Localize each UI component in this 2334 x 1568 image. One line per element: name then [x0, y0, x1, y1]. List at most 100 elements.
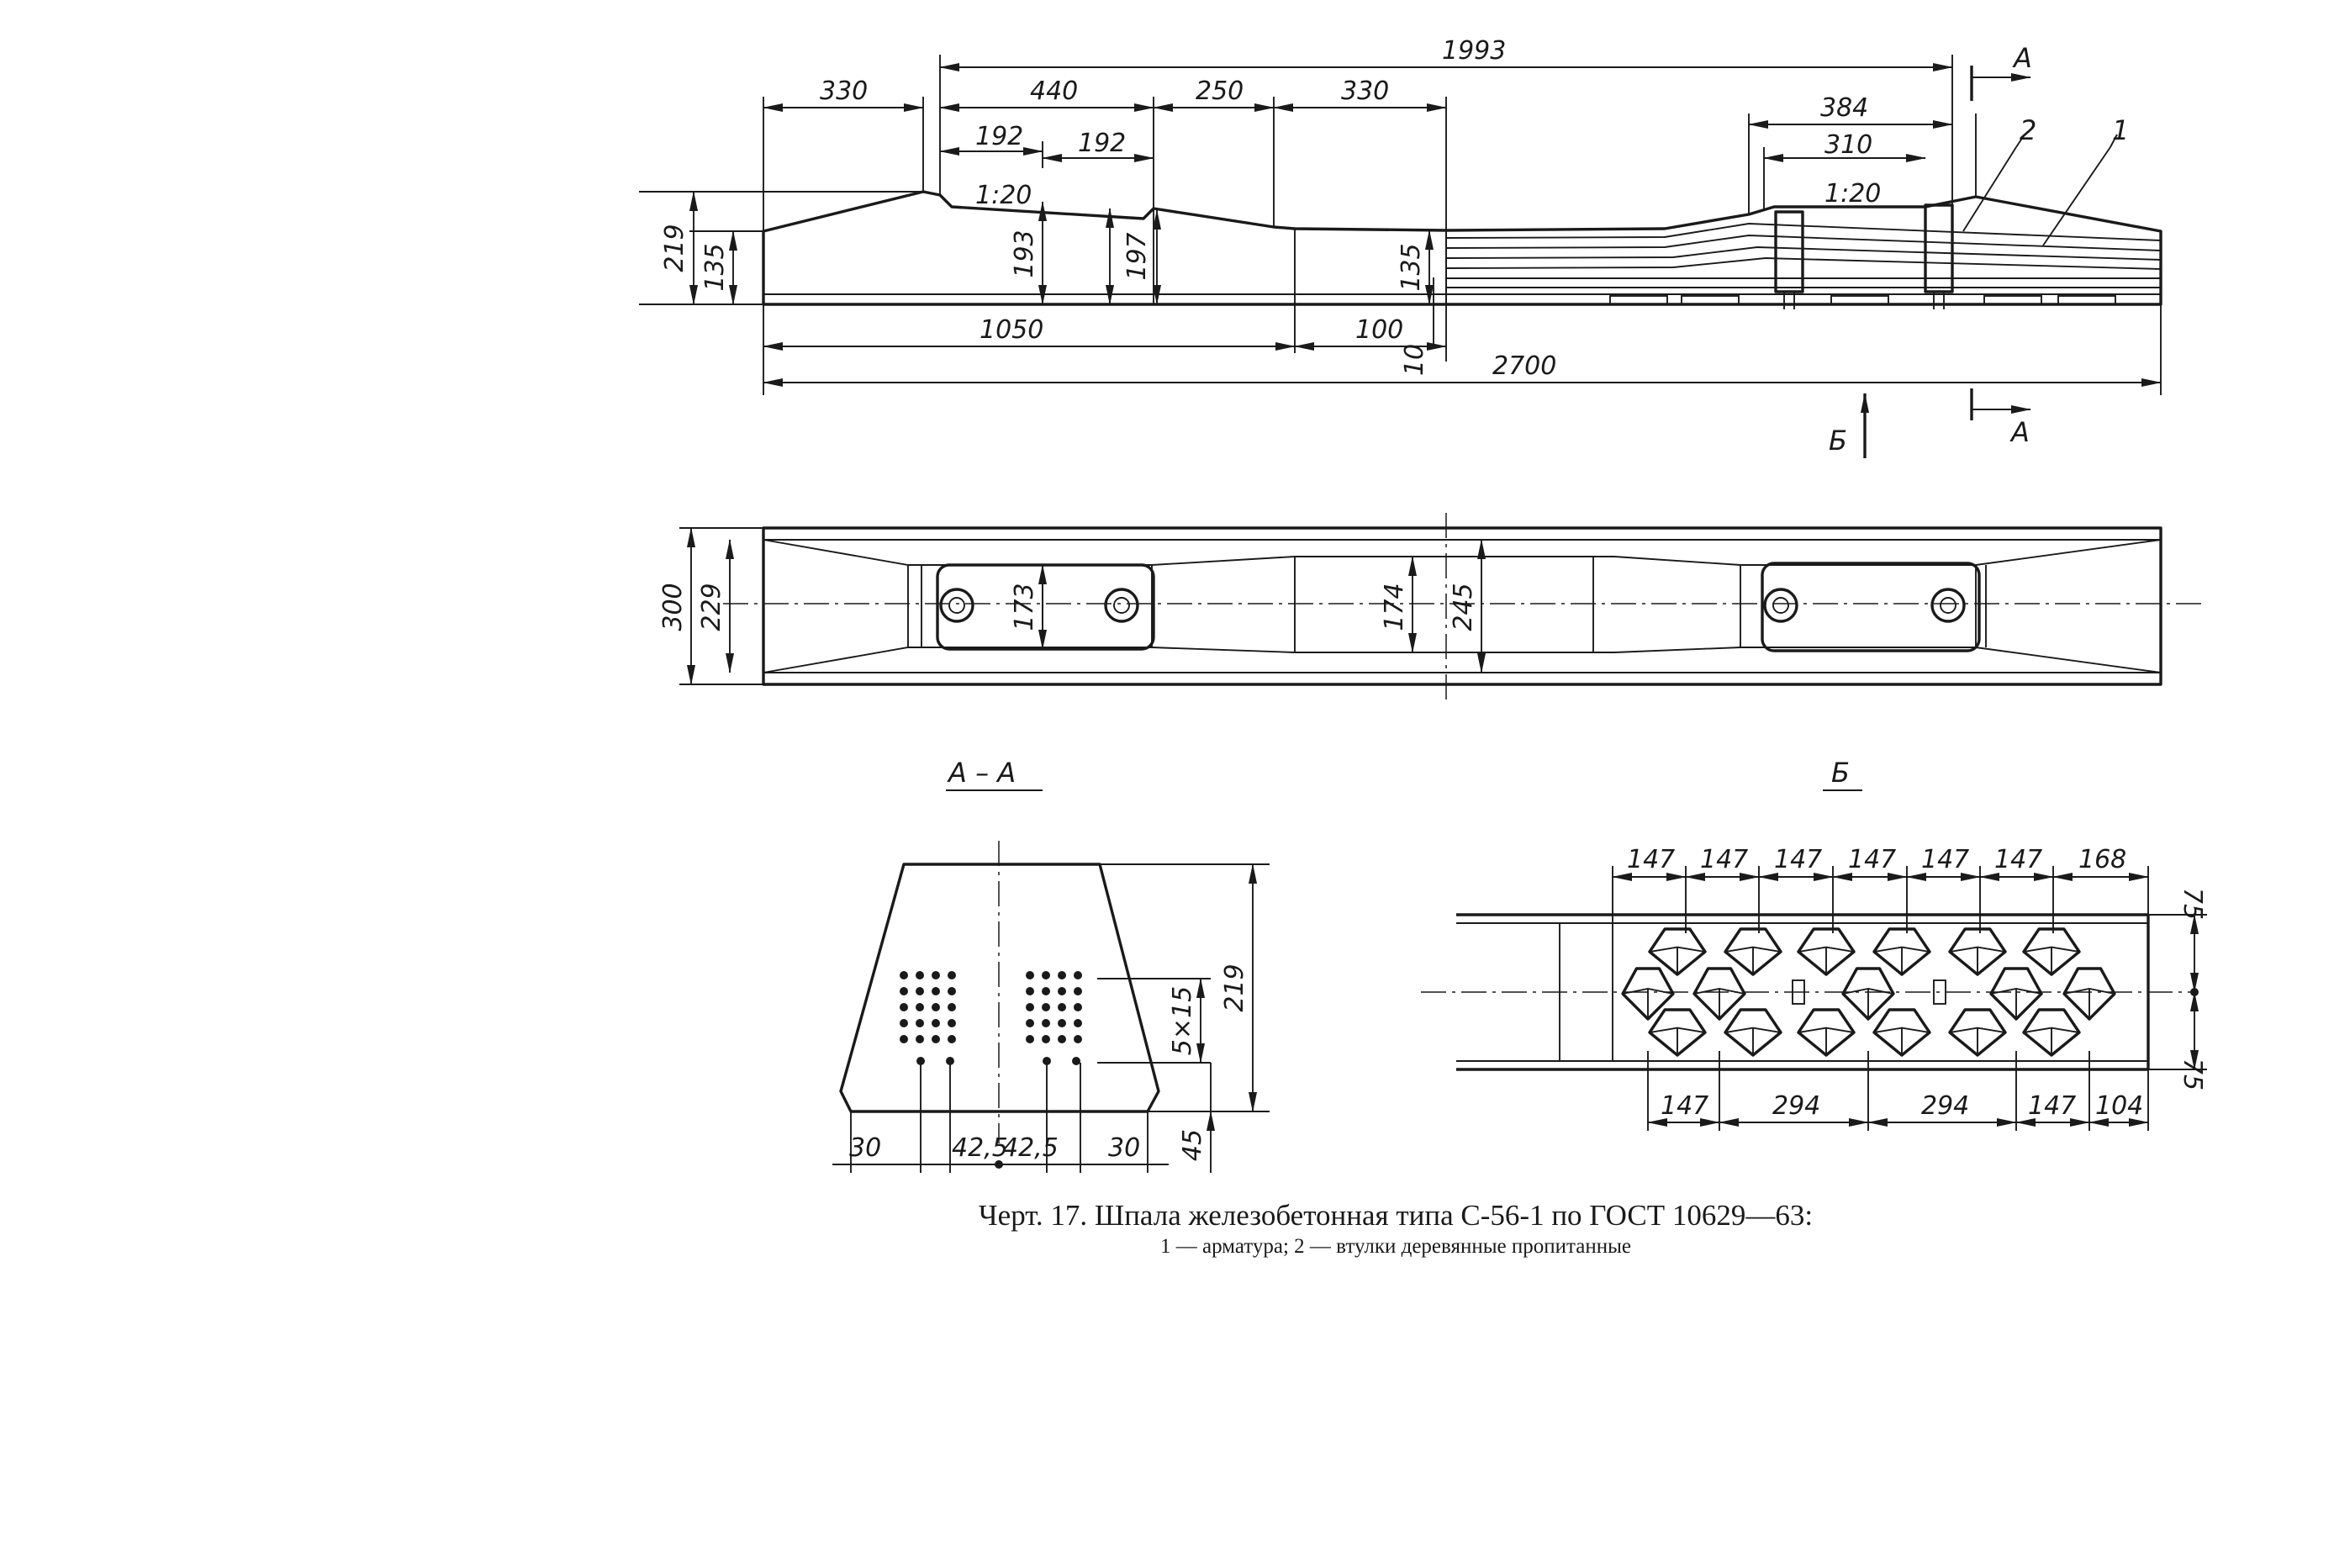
slope-left: 1:20: [975, 181, 1032, 210]
wire-dot: [1058, 1019, 1066, 1027]
relief-diamond: [1621, 967, 1675, 1021]
dim-330-right: 330: [1341, 77, 1389, 106]
view-b-marker: Б: [1829, 393, 1869, 458]
wire-dot: [916, 1003, 924, 1011]
dim-384: 384: [1820, 93, 1868, 123]
view-b-title: Б: [1831, 757, 1850, 789]
dim-100: 100: [1355, 315, 1403, 345]
relief-diamond-inner: [1622, 988, 1674, 1019]
wire-dot: [1026, 987, 1034, 995]
wire-dot: [1042, 971, 1050, 979]
dim-2700: 2700: [1492, 351, 1556, 381]
dim-192-right: 192: [1078, 129, 1126, 158]
dim-197: 197: [1122, 232, 1152, 280]
wire-dot: [1043, 1057, 1051, 1065]
wire-dot: [932, 971, 940, 979]
wire-dot: [948, 1035, 956, 1043]
b-top-dim: 147: [1994, 845, 2042, 874]
relief-diamond-inner: [1693, 988, 1745, 1019]
relief-diamond: [1872, 1008, 1931, 1057]
dim-1993: 1993: [1442, 36, 1506, 66]
wire-dot: [1058, 987, 1066, 995]
relief-diamond: [2022, 927, 2081, 976]
view-b-dimension-lines: [1612, 866, 2207, 1131]
relief-diamond-inner: [1873, 946, 1930, 974]
side-view: 2 1: [639, 36, 2162, 458]
wire-dot: [932, 1035, 940, 1043]
section-aa-title: А – А: [947, 757, 1016, 789]
aa-dim-42-5-left: 42,5: [952, 1133, 1008, 1163]
relief-diamond: [1989, 967, 2043, 1021]
wire-dot: [900, 1035, 908, 1043]
view-b-top-dims: 147 147 147 147 147 147 168: [1627, 845, 2126, 874]
slope-right: 1:20: [1824, 179, 1881, 209]
relief-diamond: [1648, 927, 1707, 976]
section-aa-dimension-lines: [832, 863, 1270, 1173]
relief-diamond: [1692, 967, 1746, 1021]
plan-outline: [762, 526, 2162, 686]
wire-dot: [900, 971, 908, 979]
dim-330-left: 330: [820, 77, 868, 106]
wooden-bushings: [1774, 203, 1954, 309]
wire-dot: [1026, 1035, 1034, 1043]
side-dimension-lines: [689, 63, 2162, 387]
relief-diamond-inner: [1724, 946, 1782, 974]
section-a-label-top: А: [2012, 42, 2032, 74]
dim-229: 229: [697, 583, 726, 631]
dim-219-height: 219: [660, 224, 689, 272]
plan-dimension-lines: [679, 527, 1486, 685]
view-b-diamonds: [1621, 927, 2116, 1057]
wire-dot: [916, 987, 924, 995]
relief-diamond-inner: [1649, 946, 1706, 974]
view-b-bottom-dims: 147 294 294 147 104: [1661, 1091, 2143, 1121]
section-a-label-bottom: А: [2009, 416, 2030, 448]
wire-dot: [1074, 971, 1082, 979]
wire-dot: [1058, 1003, 1066, 1011]
relief-diamond-inner: [1873, 1027, 1930, 1055]
dim-135-middle: 135: [1397, 243, 1426, 291]
relief-diamond-inner: [1990, 988, 2042, 1019]
dim-310: 310: [1824, 130, 1872, 160]
dim-174: 174: [1380, 583, 1409, 631]
view-b-body: [1421, 913, 2190, 1071]
relief-diamond-inner: [1649, 1027, 1706, 1055]
b-bottom-dim: 294: [1921, 1091, 1969, 1121]
section-aa-outline: [839, 863, 1160, 1113]
aa-dim-42-5-right: 42,5: [1002, 1133, 1059, 1163]
relief-diamond-inner: [1949, 946, 2006, 974]
relief-diamond: [1948, 927, 2007, 976]
wire-dot: [948, 987, 956, 995]
wire-dot: [1042, 1003, 1050, 1011]
wire-dot: [946, 1057, 954, 1065]
aa-dim-45: 45: [1178, 1129, 1207, 1161]
relief-diamond: [1841, 967, 1895, 1021]
relief-diamond: [1724, 1008, 1782, 1057]
relief-diamond: [2062, 967, 2116, 1021]
section-marker-top: А: [1970, 42, 2032, 101]
aa-dim-5x15: 5×15: [1168, 986, 1197, 1055]
wire-dot: [1042, 1019, 1050, 1027]
wire-dot: [900, 987, 908, 995]
wire-dot: [1026, 1019, 1034, 1027]
relief-diamond-inner: [1724, 1027, 1782, 1055]
wire-dot: [1026, 1003, 1034, 1011]
rail-seat-right: [1761, 562, 1981, 652]
wire-dot: [932, 1019, 940, 1027]
wire-dot: [1058, 1035, 1066, 1043]
b-top-dim: 147: [1627, 845, 1675, 874]
wire-dot: [932, 987, 940, 995]
relief-diamond: [2022, 1008, 2081, 1057]
relief-diamond-inner: [1798, 946, 1855, 974]
b-dim-75-top: 75: [2178, 888, 2207, 920]
dim-135-end: 135: [700, 243, 730, 291]
relief-diamond-inner: [2063, 988, 2115, 1019]
callout-part-1: 1: [2112, 114, 2129, 146]
relief-diamond: [1648, 1008, 1707, 1057]
b-bottom-dim: 147: [1661, 1091, 1708, 1121]
wire-dot: [916, 1057, 925, 1065]
relief-diamond: [1797, 927, 1856, 976]
b-top-dim: 168: [2078, 845, 2126, 874]
relief-diamond: [1797, 1008, 1856, 1057]
dim-440: 440: [1030, 77, 1078, 106]
aa-dim-219: 219: [1220, 964, 1249, 1011]
